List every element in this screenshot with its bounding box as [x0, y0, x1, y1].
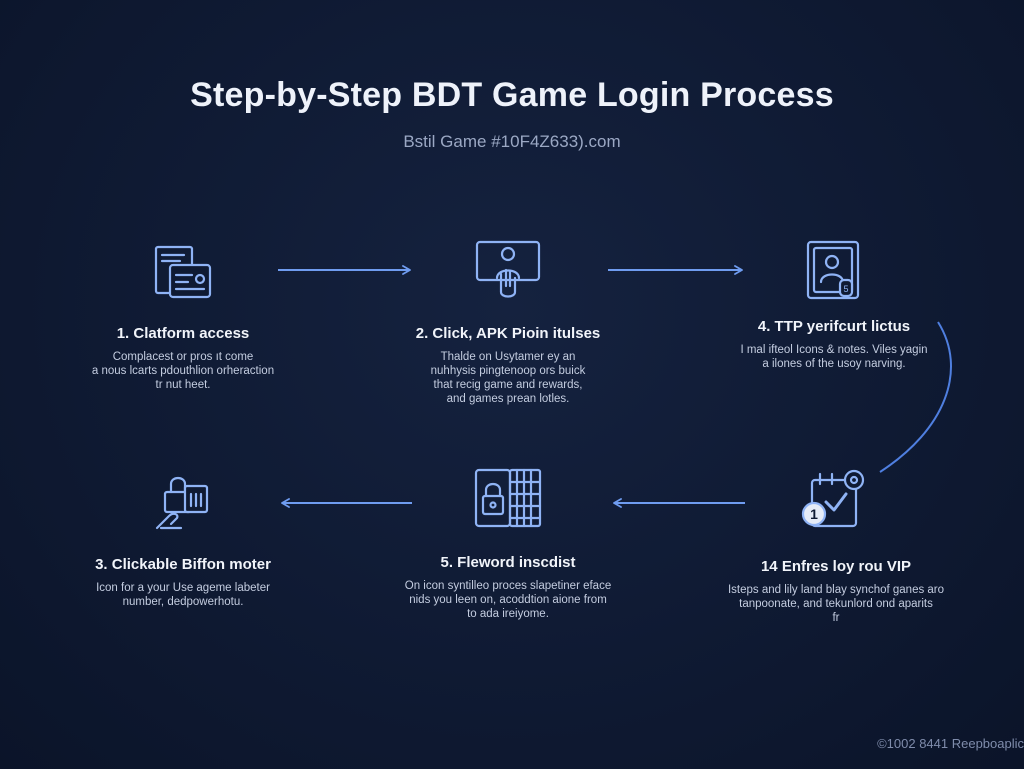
- step-5: 5. Fleword inscdist On icon syntilleo pr…: [378, 466, 638, 621]
- step-5-description: On icon syntilleo proces slapetiner efac…: [404, 580, 612, 620]
- step-2-title: 2. Click, APK Pioin itulses: [415, 325, 601, 342]
- profile-badge-icon: 5: [806, 240, 860, 300]
- footer-copyright: ©1002 8441 Reepboaplic: [877, 736, 1024, 751]
- svg-text:5: 5: [843, 284, 848, 294]
- step-2-description: Thalde on Usytamer ey an nuhhysis pingte…: [430, 351, 586, 405]
- step-3-title: 3. Clickable Biffon moter: [95, 556, 271, 573]
- lock-phone-icon: [474, 468, 542, 528]
- page-title: Step-by-Step BDT Game Login Process: [190, 76, 834, 114]
- step-3: 3. Clickable Biffon moter Icon for a you…: [53, 470, 313, 609]
- step-vip-description: Isteps and lily land blay synchof ganes …: [727, 584, 945, 624]
- step-2: 2. Click, APK Pioin itulses Thalde on Us…: [378, 238, 638, 406]
- step-1: 1. Clatform access Complacest or pros ıt…: [53, 243, 313, 392]
- step-vip-title: 14 Enfres loy rou VIP: [760, 558, 912, 575]
- step-5-title: 5. Fleword inscdist: [440, 554, 576, 571]
- step-4-title: 4. TTP yerifcurt lictus: [757, 318, 911, 335]
- step-1-title: 1. Clatform access: [116, 325, 250, 342]
- curve-step4-to-vip: [879, 321, 952, 473]
- document-card-icon: [154, 245, 212, 299]
- step-vip: 1 14 Enfres loy rou VIP Isteps and lily …: [706, 468, 966, 625]
- lock-hand-icon: [155, 476, 209, 530]
- step-3-description: Icon for a your Use ageme labeter number…: [96, 582, 270, 608]
- step-1-description: Complacest or pros ıt come a nous lcarts…: [91, 351, 275, 391]
- svg-text:1: 1: [810, 506, 818, 522]
- page-subtitle: Bstil Game #10F4Z633).com: [403, 132, 621, 151]
- checklist-badge-icon: 1: [801, 469, 865, 528]
- user-screen-icon: [475, 240, 541, 298]
- step-4-description: I mal ifteol Icons & notes. Viles yagin …: [740, 344, 928, 370]
- step-4: 5 4. TTP yerifcurt lictus I mal ifteol I…: [704, 238, 964, 371]
